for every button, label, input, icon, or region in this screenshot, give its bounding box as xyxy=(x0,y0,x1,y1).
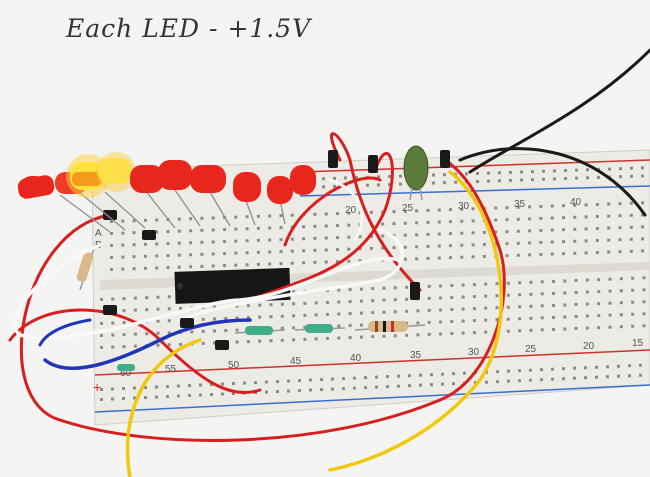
wire-blue-2 xyxy=(38,318,92,347)
led-6 xyxy=(158,160,192,190)
wire-blue xyxy=(43,318,252,370)
led-5 xyxy=(130,165,164,193)
wire-white-2 xyxy=(178,228,405,322)
row-number-60: 60 xyxy=(120,368,132,379)
row-number-20: 20 xyxy=(345,205,357,216)
row-number-45: 45 xyxy=(290,356,302,367)
resistor-left xyxy=(76,244,96,291)
row-number-40: 40 xyxy=(570,197,582,208)
row-number-40b: 40 xyxy=(350,353,362,364)
led-4-lit xyxy=(96,152,136,192)
wire-red-mid xyxy=(248,152,394,302)
power-plus-sign: + xyxy=(93,379,101,395)
resistor-bottom-3 xyxy=(354,321,426,332)
wire-red-big-left xyxy=(19,158,506,442)
rail-red-bottom xyxy=(94,349,650,376)
row-number-30b: 30 xyxy=(468,347,480,358)
resistor-bottom-1 xyxy=(234,326,286,335)
row-number-15b: 15 xyxy=(632,338,644,349)
row-number-55: 55 xyxy=(165,364,177,375)
led-legs xyxy=(59,189,286,233)
wire-yellow xyxy=(125,170,504,477)
row-number-50: 50 xyxy=(228,360,240,371)
led-3-lit xyxy=(66,154,110,198)
led-row xyxy=(17,152,316,204)
row-letter-a: A xyxy=(95,228,102,239)
wire-red-inner xyxy=(283,176,382,247)
wire-white-3 xyxy=(328,178,364,242)
led-7 xyxy=(190,165,226,193)
rail-blue-bottom xyxy=(94,384,650,413)
led-10 xyxy=(290,165,316,195)
resistor-small-left xyxy=(117,364,135,371)
capacitor-green xyxy=(403,145,429,191)
row-number-35: 35 xyxy=(514,199,526,210)
row-number-25: 25 xyxy=(402,203,414,214)
rail-red-top xyxy=(299,159,650,173)
ic-notch xyxy=(177,283,183,289)
wire-black-long xyxy=(468,48,650,174)
row-number-25b: 25 xyxy=(525,344,537,355)
resistor-bottom-2 xyxy=(294,324,346,333)
row-number-35b: 35 xyxy=(410,350,422,361)
wire-plugs xyxy=(103,150,450,350)
wire-black-loop xyxy=(458,147,647,217)
wire-white-1 xyxy=(13,243,402,340)
row-number-30: 30 xyxy=(458,201,470,212)
led-8 xyxy=(233,172,261,202)
handwritten-caption: Each LED - +1.5V xyxy=(66,14,312,43)
row-number-20b: 20 xyxy=(583,341,595,352)
led-9 xyxy=(267,176,293,204)
led-1 xyxy=(17,175,55,199)
